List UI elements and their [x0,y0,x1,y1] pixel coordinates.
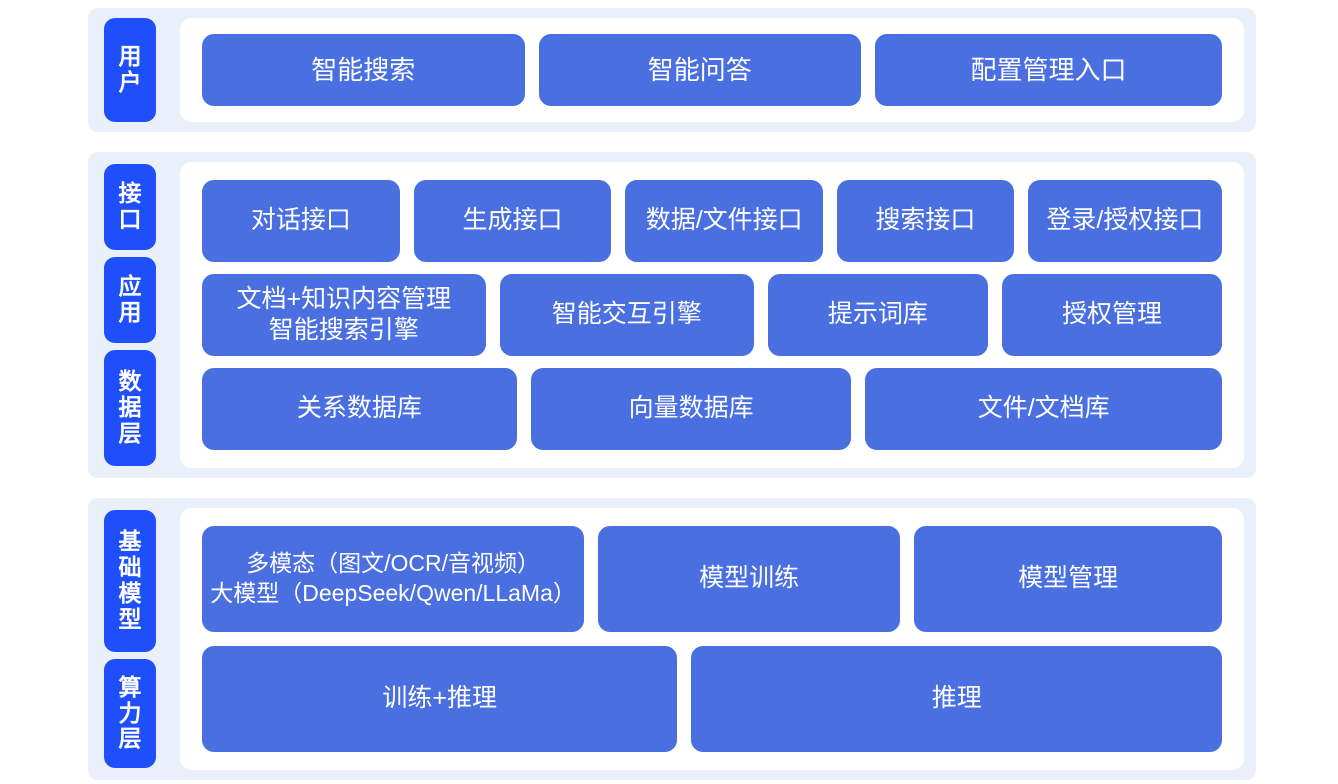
card-search-api[interactable]: 搜索接口 [837,180,1014,262]
card-doc-knowledge-mgmt-label-line2: 智能搜索引擎 [268,316,419,344]
section-middle: 接 口 应 用 数 据 层 对话接口 生成接口 [88,152,1256,478]
row-api: 对话接口 生成接口 数据/文件接口 搜索接口 登录/授权接口 [202,180,1222,262]
card-training-inference-label: 训练+推理 [382,684,498,713]
row-compute: 训练+推理 推理 [202,646,1222,752]
layer-tab-compute-layer-char-1: 力 [118,699,142,726]
row-application: 文档+知识内容管理 智能搜索引擎 智能交互引擎 提示词库 授权管理 [202,274,1223,356]
card-dialog-api[interactable]: 对话接口 [202,180,400,262]
layer-tab-compute-layer[interactable]: 算 力 层 [104,658,156,768]
card-smart-qa-label: 智能问答 [647,54,752,85]
panel-user: 智能搜索 智能问答 配置管理入口 [180,18,1244,122]
layer-tab-foundation-model-char-2: 模 [118,579,142,606]
tab-column-middle: 接 口 应 用 数 据 层 [104,152,156,478]
row-model: 多模态（图文/OCR/音视频） 大模型（DeepSeek/Qwen/LLaMa）… [202,526,1222,632]
card-model-training-label: 模型训练 [699,564,800,593]
card-relational-database[interactable]: 关系数据库 [202,368,517,450]
tab-column-user: 用 户 [104,8,156,132]
card-login-auth-api[interactable]: 登录/授权接口 [1027,180,1222,262]
card-smart-search[interactable]: 智能搜索 [202,34,525,106]
card-config-management-entry[interactable]: 配置管理入口 [875,34,1223,106]
card-smart-interaction-engine[interactable]: 智能交互引擎 [499,274,754,356]
card-relational-database-label: 关系数据库 [296,394,422,423]
card-inference-label: 推理 [931,684,982,713]
section-foundation: 基 础 模 型 算 力 层 多模态（图文/OCR/音视频） 大模型（DeepSe… [88,498,1256,780]
layer-tab-compute-layer-char-0: 算 [118,673,142,700]
layer-tab-data-layer-char-1: 据 [118,394,142,421]
card-inference[interactable]: 推理 [691,646,1222,752]
card-prompt-library-label: 提示词库 [827,300,928,329]
card-generation-api[interactable]: 生成接口 [413,180,612,262]
card-login-auth-api-label: 登录/授权接口 [1046,206,1204,235]
layer-tab-application-char-0: 应 [118,273,142,300]
card-doc-knowledge-mgmt[interactable]: 文档+知识内容管理 智能搜索引擎 [202,274,486,356]
layer-tab-user-char-1: 户 [118,69,142,95]
tab-column-foundation: 基 础 模 型 算 力 层 [104,498,156,780]
layer-tab-compute-layer-char-2: 层 [118,725,142,752]
layer-tab-api-char-1: 口 [118,205,142,232]
row-user-entry: 智能搜索 智能问答 配置管理入口 [202,34,1223,106]
layer-tab-foundation-model[interactable]: 基 础 模 型 [104,510,156,652]
card-smart-search-label: 智能搜索 [311,54,416,85]
layer-tab-foundation-model-char-3: 型 [118,605,142,632]
card-authorization-management-label: 授权管理 [1061,300,1162,329]
layer-tab-data-layer-char-2: 层 [118,419,142,446]
card-vector-database[interactable]: 向量数据库 [530,368,852,450]
layer-tab-foundation-model-char-0: 基 [118,528,142,555]
panel-foundation: 多模态（图文/OCR/音视频） 大模型（DeepSeek/Qwen/LLaMa）… [180,508,1244,770]
card-multimodal-llm[interactable]: 多模态（图文/OCR/音视频） 大模型（DeepSeek/Qwen/LLaMa） [202,526,585,632]
card-vector-database-label: 向量数据库 [628,394,754,423]
card-data-file-api[interactable]: 数据/文件接口 [625,180,824,262]
layer-tab-application-char-1: 用 [118,298,142,325]
card-smart-interaction-engine-label: 智能交互引擎 [551,300,702,329]
card-multimodal-llm-label-line2: 大模型（DeepSeek/Qwen/LLaMa） [210,580,576,606]
card-search-api-label: 搜索接口 [875,206,976,235]
card-model-management[interactable]: 模型管理 [914,526,1222,632]
card-data-file-api-label: 数据/文件接口 [645,206,803,235]
layer-tab-data-layer[interactable]: 数 据 层 [104,349,156,466]
card-doc-knowledge-mgmt-label-line1: 文档+知识内容管理 [236,284,452,313]
card-dialog-api-label: 对话接口 [250,206,351,235]
row-data: 关系数据库 向量数据库 文件/文档库 [202,368,1222,450]
panel-middle: 对话接口 生成接口 数据/文件接口 搜索接口 登录/授权接口 文档+知识内容管理 [180,162,1244,468]
card-smart-qa[interactable]: 智能问答 [538,34,861,106]
card-authorization-management[interactable]: 授权管理 [1001,274,1223,356]
layer-tab-user[interactable]: 用 户 [104,18,156,122]
card-training-inference[interactable]: 训练+推理 [202,646,678,752]
card-config-management-entry-label: 配置管理入口 [970,54,1127,85]
card-file-document-store[interactable]: 文件/文档库 [865,368,1222,450]
layer-tab-user-char-0: 用 [118,43,142,70]
section-user: 用 户 智能搜索 智能问答 配置管理入口 [88,8,1256,132]
card-generation-api-label: 生成接口 [462,206,563,235]
card-prompt-library[interactable]: 提示词库 [767,274,988,356]
card-model-management-label: 模型管理 [1018,564,1119,593]
card-file-document-store-label: 文件/文档库 [977,394,1110,423]
layer-tab-api-char-0: 接 [118,180,142,207]
layer-tab-data-layer-char-0: 数 [118,368,142,395]
card-model-training[interactable]: 模型训练 [598,526,901,632]
card-multimodal-llm-label-line1: 多模态（图文/OCR/音视频） [246,550,541,577]
layer-tab-foundation-model-char-1: 础 [118,554,142,581]
layer-tab-application[interactable]: 应 用 [104,256,156,343]
layer-tab-api[interactable]: 接 口 [104,164,156,250]
